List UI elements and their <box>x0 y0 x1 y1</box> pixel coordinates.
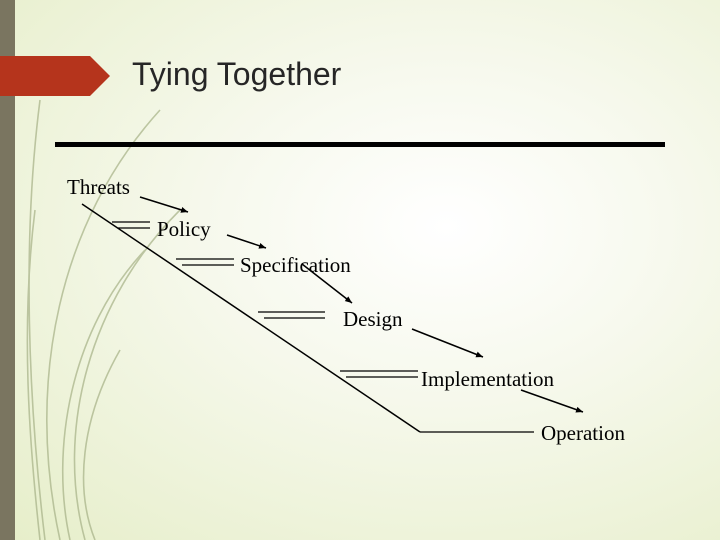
arrow-policy-specification <box>227 235 266 248</box>
step-implementation: Implementation <box>421 367 554 391</box>
step-policy: Policy <box>157 217 211 241</box>
connector-implementation <box>340 371 418 377</box>
step-operation: Operation <box>541 421 625 445</box>
connector-specification <box>176 259 234 265</box>
step-design: Design <box>343 307 403 331</box>
arrow-implementation-operation <box>521 390 583 412</box>
arrow-threats-policy <box>140 197 188 212</box>
arrow-design-implementation <box>412 329 483 357</box>
step-threats: Threats <box>67 175 130 199</box>
connector-policy <box>112 222 150 228</box>
connector-design <box>258 312 325 318</box>
step-specification: Specification <box>240 253 351 277</box>
